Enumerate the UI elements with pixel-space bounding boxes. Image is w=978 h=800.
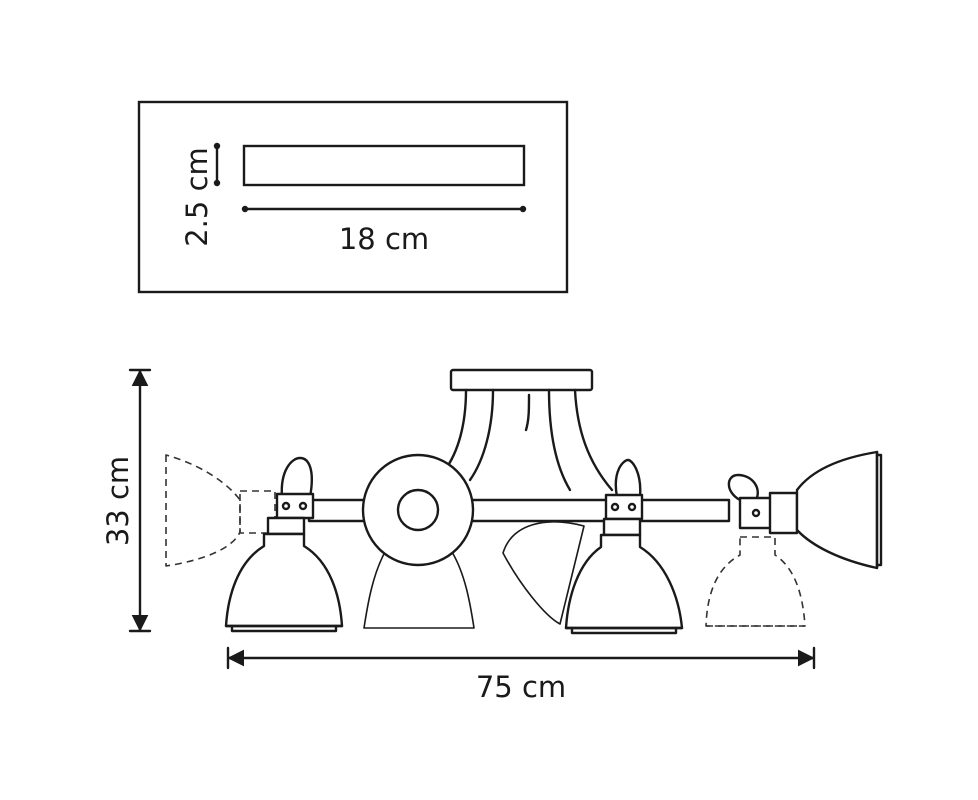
base-plate-inset: 2.5 cm 18 cm [137,100,569,294]
lamp-left [224,456,344,633]
ghost-shade-left [165,454,276,567]
ghost-shade-tilted [502,521,585,625]
ceiling-canopy [449,368,594,392]
plate-width-label: 18 cm [339,222,429,256]
center-disc-hub [396,488,440,532]
lamp-middle [564,458,684,635]
fixture-height-label: 33 cm [101,456,135,546]
ghost-shade-right [705,536,806,627]
inset-frame [137,100,569,294]
fixture-width-label: 75 cm [476,670,566,704]
lamp-right [727,450,883,570]
base-plate-outline [242,144,526,187]
support-arms [443,388,614,492]
ghost-shade-center [363,551,475,629]
plate-height-label: 2.5 cm [180,147,214,247]
fixture-drawing: 33 cm 75 cm [101,368,883,704]
